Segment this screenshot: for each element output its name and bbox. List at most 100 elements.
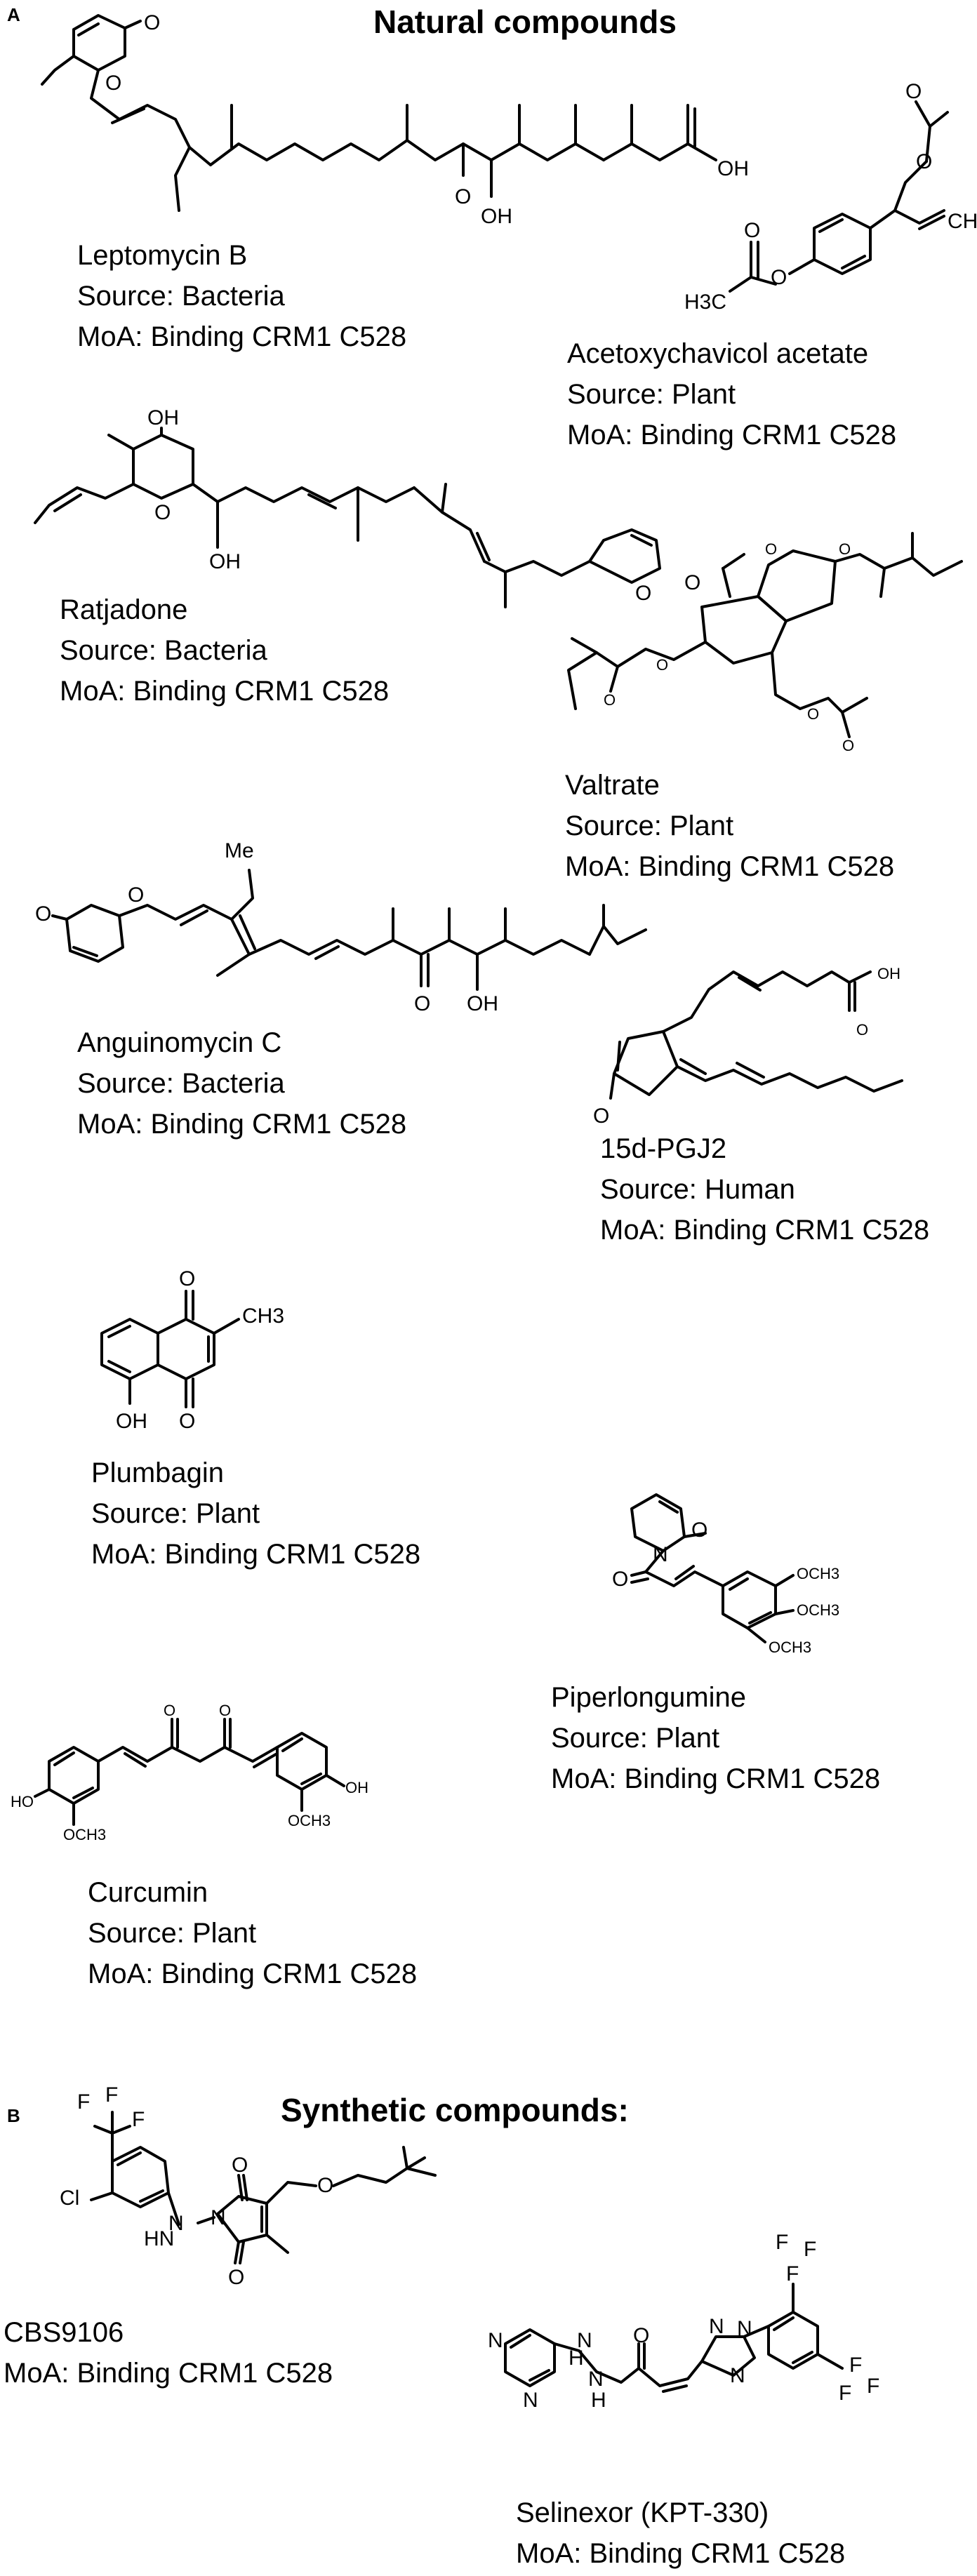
curcumin-atom-1: O xyxy=(164,1702,175,1719)
15d-pgj2-atom-2: OH xyxy=(877,965,900,982)
15d-pgj2-name: 15d-PGJ2 xyxy=(600,1133,727,1164)
valtrate-atom-5: O xyxy=(807,705,819,723)
piperlongumine-moa: MoA: Binding CRM1 C528 xyxy=(551,1763,881,1794)
anguinomycin-c-bonds xyxy=(51,869,647,991)
ratjadone-moa: MoA: Binding CRM1 C528 xyxy=(60,676,390,707)
synthetic-compounds-title: Synthetic compounds: xyxy=(281,2092,629,2128)
curcumin-name: Curcumin xyxy=(88,1877,208,1908)
acetoxychavicol-acetate-atom-6: CH2 xyxy=(948,210,977,233)
cbs9106-bonds xyxy=(90,2111,437,2264)
piperlongumine-atom-3: O xyxy=(612,1568,628,1591)
valtrate-moa: MoA: Binding CRM1 C528 xyxy=(565,851,895,882)
cbs9106-atom-7: HN xyxy=(144,2227,174,2250)
valtrate-atom-6: O xyxy=(842,737,854,754)
leptomycin-b-source: Source: Bacteria xyxy=(77,281,285,312)
anguinomycin-c-atom-1: Me xyxy=(225,839,254,862)
anguinomycin-c-name: Anguinomycin C xyxy=(77,1027,282,1058)
cbs9106-atom-4: Cl xyxy=(60,2187,79,2210)
curcumin-atom-6: OCH3 xyxy=(288,1812,331,1829)
ratjadone-atom-2: O xyxy=(154,501,171,524)
ratjadone-atom-3: OH xyxy=(209,550,241,573)
selinexor-caption: Selinexor (KPT-330) MoA: Binding CRM1 C5… xyxy=(516,2492,845,2574)
selinexor-name: Selinexor (KPT-330) xyxy=(516,2497,769,2528)
valtrate-atom-2: O xyxy=(839,540,851,558)
valtrate-source: Source: Plant xyxy=(565,810,734,841)
curcumin-source: Source: Plant xyxy=(88,1918,257,1949)
selinexor-atom-10: N xyxy=(588,2368,604,2391)
cbs9106-atom-8: O xyxy=(232,2154,248,2177)
plumbagin-atom-4: O xyxy=(179,1410,195,1433)
selinexor-atom-5: F xyxy=(867,2375,879,2398)
ratjadone-atom-4: O xyxy=(635,582,651,605)
piperlongumine-atom-1: O xyxy=(691,1519,707,1542)
plumbagin-atom-1: O xyxy=(179,1267,195,1290)
selinexor-atom-14: H xyxy=(591,2389,606,2412)
valtrate-bonds xyxy=(567,532,963,738)
selinexor-atom-12: N xyxy=(737,2317,752,2340)
leptomycin-b-moa: MoA: Binding CRM1 C528 xyxy=(77,321,407,352)
selinexor-atom-7: N xyxy=(488,2329,503,2352)
ratjadone-atom-1: OH xyxy=(147,406,179,429)
piperlongumine-atom-4: OCH3 xyxy=(797,1565,839,1582)
leptomycin-b-caption: Leptomycin B Source: Bacteria MoA: Bindi… xyxy=(77,235,406,357)
curcumin-atom-5: OCH3 xyxy=(63,1826,106,1843)
ratjadone-name: Ratjadone xyxy=(60,594,188,625)
curcumin-atom-3: HO xyxy=(11,1793,34,1810)
anguinomycin-c-source: Source: Bacteria xyxy=(77,1068,285,1099)
anguinomycin-c-atom-3: O xyxy=(128,883,144,907)
15d-pgj2-atom-3: O xyxy=(593,1105,609,1128)
anguinomycin-c-atom-5: OH xyxy=(467,992,498,1015)
15d-pgj2-source: Source: Human xyxy=(600,1174,795,1205)
ratjadone-caption: Ratjadone Source: Bacteria MoA: Binding … xyxy=(60,589,389,712)
acetoxychavicol-acetate-source: Source: Plant xyxy=(567,379,736,410)
plumbagin-atom-3: OH xyxy=(116,1410,147,1433)
plumbagin-bonds xyxy=(100,1290,240,1408)
acetoxychavicol-acetate-name: Acetoxychavicol acetate xyxy=(567,338,869,369)
anguinomycin-c-atom-2: O xyxy=(35,902,51,926)
plumbagin-atom-2: CH3 xyxy=(242,1304,284,1328)
selinexor-atom-6: F xyxy=(839,2382,851,2405)
cbs9106-atom-3: F xyxy=(132,2108,145,2131)
cbs9106-atom-5: N xyxy=(168,2212,184,2235)
selinexor-atom-13: H xyxy=(569,2347,584,2370)
leptomycin-b-atom-2: O xyxy=(105,72,121,95)
15d-pgj2-bonds xyxy=(609,970,903,1100)
acetoxychavicol-acetate-bonds xyxy=(729,100,949,293)
piperlongumine-caption: Piperlongumine Source: Plant MoA: Bindin… xyxy=(551,1677,880,1799)
15d-pgj2-moa: MoA: Binding CRM1 C528 xyxy=(600,1215,930,1246)
acetoxychavicol-acetate-atom-1: O xyxy=(771,266,787,289)
valtrate-caption: Valtrate Source: Plant MoA: Binding CRM1… xyxy=(565,765,894,887)
leptomycin-b-bonds xyxy=(41,14,717,212)
panel-b-label: B xyxy=(7,2105,20,2126)
15d-pgj2-atom-1: O xyxy=(856,1021,868,1039)
leptomycin-b-name: Leptomycin B xyxy=(77,240,248,271)
curcumin-moa: MoA: Binding CRM1 C528 xyxy=(88,1958,418,1989)
leptomycin-b-atom-1: O xyxy=(144,11,160,34)
selinexor-bonds xyxy=(504,2283,844,2393)
natural-compounds-title: Natural compounds xyxy=(373,4,677,40)
piperlongumine-atom-2: N xyxy=(653,1543,668,1566)
selinexor-atom-1: F xyxy=(776,2231,788,2254)
piperlongumine-name: Piperlongumine xyxy=(551,1682,746,1713)
piperlongumine-atom-5: OCH3 xyxy=(797,1601,839,1619)
cbs9106-moa: MoA: Binding CRM1 C528 xyxy=(4,2358,333,2389)
acetoxychavicol-acetate-atom-3: O xyxy=(916,150,932,173)
acetoxychavicol-acetate-moa: MoA: Binding CRM1 C528 xyxy=(567,420,897,451)
acetoxychavicol-acetate-atom-2: O xyxy=(744,219,760,242)
plumbagin-name: Plumbagin xyxy=(91,1457,225,1488)
cbs9106-atom-9: O xyxy=(228,2266,244,2289)
selinexor-atom-15: O xyxy=(633,2324,649,2347)
15d-pgj2-caption: 15d-PGJ2 Source: Human MoA: Binding CRM1… xyxy=(600,1128,929,1250)
curcumin-atom-2: O xyxy=(219,1702,231,1719)
